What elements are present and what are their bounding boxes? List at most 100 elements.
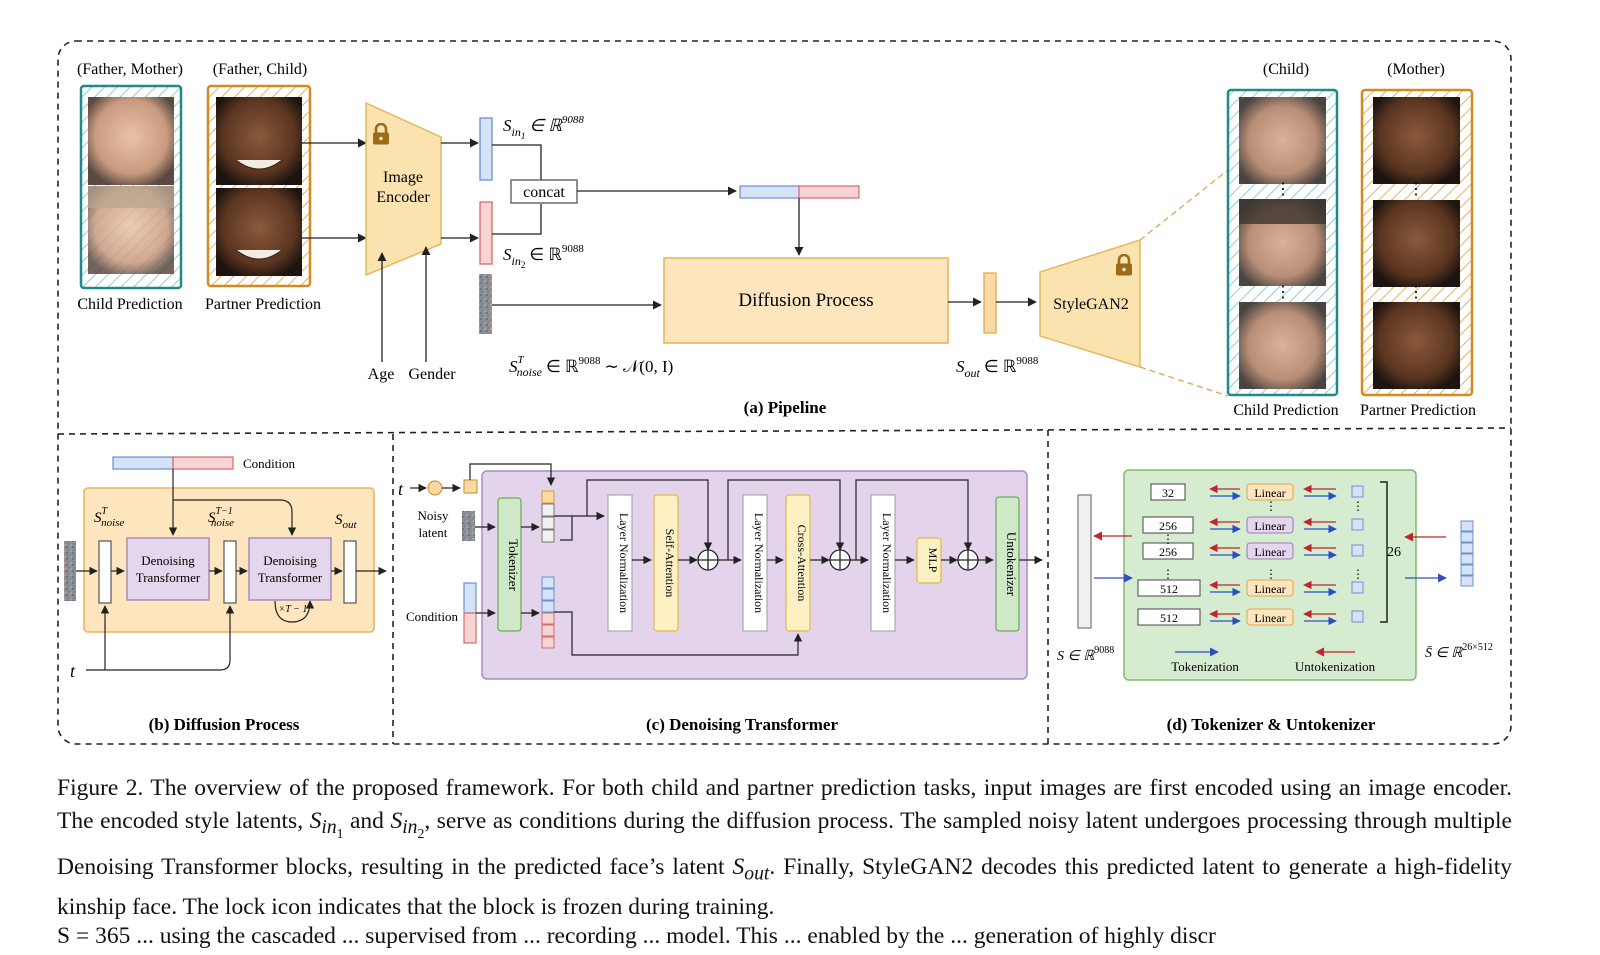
token-cube <box>1351 610 1364 623</box>
child-face-1 <box>1239 97 1326 184</box>
condition-label-c: Condition <box>406 609 459 624</box>
svg-text:Denoising: Denoising <box>263 553 317 568</box>
svg-text:Self-Attention: Self-Attention <box>663 529 677 598</box>
tokenization-legend: Tokenization <box>1171 659 1239 674</box>
condition-vector <box>739 185 800 199</box>
mother-face-2 <box>1373 200 1460 287</box>
child-input-group <box>79 84 183 290</box>
token-dim-box <box>1142 516 1194 534</box>
s-in2-label: Sin2∈ ℝ9088 <box>503 243 584 270</box>
s-out-label-b: Sout <box>335 512 358 531</box>
svg-text:⋮: ⋮ <box>1408 284 1424 301</box>
father-photo <box>88 97 174 185</box>
token-dim-label: 512 <box>1160 611 1178 625</box>
token-cube <box>1351 485 1364 498</box>
pipeline-caption: (a) Pipeline <box>744 398 827 417</box>
partner-prediction-label: Partner Prediction <box>205 296 321 313</box>
token-cube <box>1351 581 1364 594</box>
token-dim-label: 256 <box>1159 519 1177 533</box>
linear-block <box>1246 608 1294 626</box>
t-label-b: t <box>70 661 76 681</box>
token-dim-box <box>1150 483 1186 501</box>
denoising-caption: (c) Denoising Transformer <box>646 715 838 734</box>
father-child-label: (Father, Child) <box>213 61 307 78</box>
layer-norm-1 <box>607 494 633 632</box>
s-in2-vector <box>479 201 493 265</box>
latent-token-column <box>1460 520 1474 587</box>
child-prediction-output-label: Child Prediction <box>1233 402 1338 419</box>
partner-prediction-output-label: Partner Prediction <box>1360 402 1476 419</box>
svg-text:concat: concat <box>523 184 565 201</box>
child-photo <box>216 188 302 276</box>
token-stack-top <box>541 490 555 543</box>
svg-text:StyleGAN2: StyleGAN2 <box>1053 296 1129 313</box>
token-dim-label: 32 <box>1162 486 1174 500</box>
condition-bar-b <box>112 456 174 470</box>
body-text-partial: S = 365 ... using the cascaded ... super… <box>57 923 1216 949</box>
token-stack-bottom <box>541 576 555 649</box>
svg-text:Tokenizer: Tokenizer <box>506 539 521 591</box>
noisy-label-2: latent <box>419 525 448 540</box>
token-dim-box <box>1142 542 1194 560</box>
svg-text:⋮: ⋮ <box>1275 284 1291 301</box>
gender-label: Gender <box>408 366 456 383</box>
mother-face-3 <box>1373 302 1460 389</box>
child-prediction-label: Child Prediction <box>77 296 182 313</box>
ellipsis: ⋮ <box>1265 567 1277 581</box>
svg-text:Transformer: Transformer <box>258 570 323 585</box>
s-in1-vector <box>479 117 493 181</box>
s-vector-d <box>1077 494 1092 629</box>
svg-text:Encoder: Encoder <box>376 189 430 206</box>
mother-face-1 <box>1373 97 1460 184</box>
svg-text:MLP: MLP <box>926 548 940 573</box>
linear-label: Linear <box>1254 582 1285 596</box>
s-right-label: S̄ ∈ ℝ26×512 <box>1425 642 1493 661</box>
linear-label: Linear <box>1254 545 1285 559</box>
condition-label-b: Condition <box>243 456 296 471</box>
linear-label: Linear <box>1254 611 1285 625</box>
linear-block <box>1246 483 1294 501</box>
token-cube <box>1351 518 1364 531</box>
token-dim-label: 256 <box>1159 545 1177 559</box>
ellipsis: ⋮ <box>1352 499 1364 513</box>
token-dim-box <box>1137 608 1201 626</box>
cross-attention-block <box>785 494 811 632</box>
image-encoder: Image Encoder <box>365 101 442 277</box>
layer-norm-3 <box>870 494 896 632</box>
s-out-vector <box>983 272 997 334</box>
count-label: 26 <box>1387 545 1401 560</box>
self-attention-block <box>653 494 679 632</box>
s-in1-label: Sin1∈ ℝ9088 <box>503 114 584 141</box>
ellipsis: ⋮ <box>1352 567 1364 581</box>
svg-text:Image: Image <box>383 169 423 186</box>
tokenizer-caption: (d) Tokenizer & Untokenizer <box>1167 715 1376 734</box>
untokenizer-block <box>995 496 1020 632</box>
outer-frame <box>57 40 1512 745</box>
time-embed-icon <box>427 480 443 496</box>
linear-block <box>1246 579 1294 597</box>
svg-text:Diffusion Process: Diffusion Process <box>738 290 873 311</box>
svg-text:Cross-Attention: Cross-Attention <box>795 525 809 602</box>
diffusion-process-box <box>663 257 949 344</box>
s-left-label: S ∈ ℝ9088 <box>1057 645 1114 664</box>
mother-output-group: ⋮ ⋮ <box>1360 88 1474 397</box>
token-dim-label: 512 <box>1160 582 1178 596</box>
token-cube <box>1351 544 1364 557</box>
linear-block <box>1246 542 1294 560</box>
tokenizer-block <box>497 497 522 632</box>
ellipsis: ⋮ <box>1162 567 1174 581</box>
denoising-transformer-1 <box>126 537 210 601</box>
t-label-c: t <box>398 479 404 499</box>
diffusion-caption: (b) Diffusion Process <box>149 715 300 734</box>
father-mother-label: (Father, Mother) <box>77 61 183 78</box>
svg-text:Transformer: Transformer <box>136 570 201 585</box>
noisy-label-1: Noisy <box>417 508 449 523</box>
age-label: Age <box>368 366 395 383</box>
untokenization-legend: Untokenization <box>1295 659 1376 674</box>
token-dim-box <box>1137 579 1201 597</box>
father-photo-2 <box>216 97 302 185</box>
ellipsis: ⋮ <box>1162 532 1174 546</box>
